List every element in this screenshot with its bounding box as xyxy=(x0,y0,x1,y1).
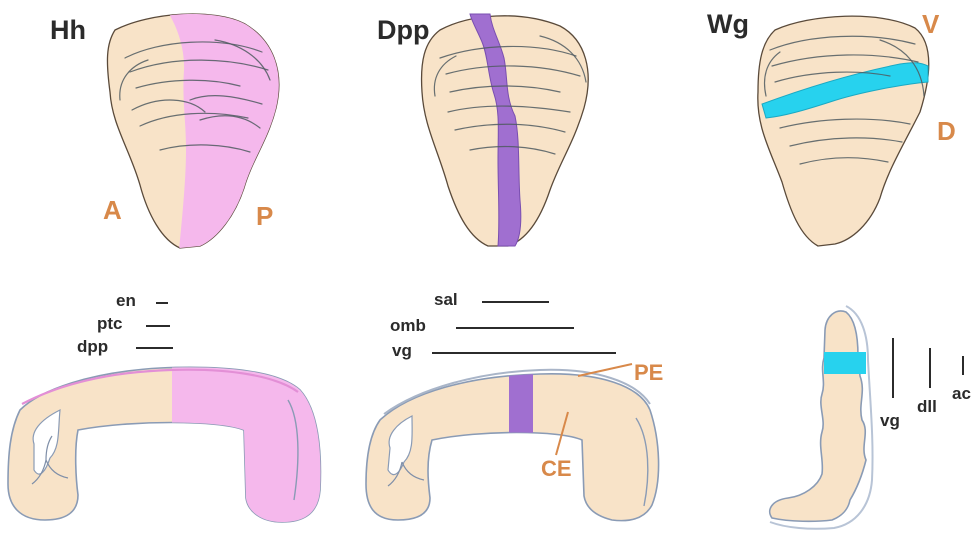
wg-disc-outline xyxy=(758,16,929,246)
wg-section-stripe xyxy=(824,352,866,374)
dpp-wing-disc xyxy=(422,14,589,246)
left-expression-bars xyxy=(136,303,173,348)
pe-pointer-line xyxy=(578,364,632,376)
ac-gene-label: ac xyxy=(952,385,971,402)
dorsal-label: D xyxy=(937,118,956,144)
dpp-panel-title: Dpp xyxy=(377,17,429,44)
columnar-epithelium-label: CE xyxy=(541,458,572,480)
anterior-label: A xyxy=(103,197,122,223)
sal-gene-label: sal xyxy=(434,291,458,308)
vg-gene-label-middle: vg xyxy=(392,342,412,359)
wg-wing-disc xyxy=(758,16,929,246)
hh-cross-section xyxy=(8,355,332,535)
wg-section-outline xyxy=(770,311,866,521)
en-gene-label: en xyxy=(116,292,136,309)
vg-gene-label-right: vg xyxy=(880,412,900,429)
wg-panel-title: Wg xyxy=(707,11,749,38)
dll-gene-label: dll xyxy=(917,398,937,415)
ptc-gene-label: ptc xyxy=(97,315,123,332)
hh-panel-title: Hh xyxy=(50,17,86,44)
dpp-gene-label: dpp xyxy=(77,338,108,355)
posterior-label: P xyxy=(256,203,273,229)
omb-gene-label: omb xyxy=(390,317,426,334)
wg-cross-section xyxy=(770,306,873,529)
hh-section-posterior-domain xyxy=(172,355,332,535)
dpp-cross-section xyxy=(366,360,659,521)
ventral-label: V xyxy=(922,11,939,37)
peripodial-epithelium-label: PE xyxy=(634,362,663,384)
